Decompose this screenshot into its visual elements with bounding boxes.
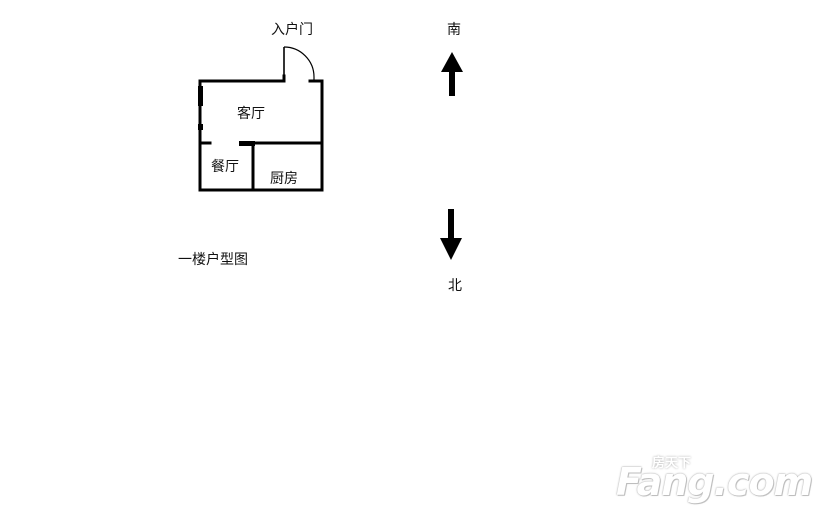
entrance-door-label: 入户门 <box>271 22 313 38</box>
north-label: 北 <box>448 278 462 294</box>
south-label: 南 <box>447 22 461 38</box>
south-arrow <box>441 52 463 96</box>
floor-plan-title: 一楼户型图 <box>178 252 248 268</box>
living-room-label: 客厅 <box>237 106 265 122</box>
kitchen-label: 厨房 <box>270 171 298 187</box>
north-arrow <box>440 209 462 260</box>
watermark-brand-cn: 房天下 <box>652 456 692 471</box>
watermark-brand: Fang.com <box>616 460 813 504</box>
window-mark-upper <box>198 86 203 106</box>
door-swing-arc <box>283 46 315 78</box>
fang-watermark: 房天下 Fang.com <box>612 452 813 508</box>
dining-room-label: 餐厅 <box>211 159 239 175</box>
wall-thick-stub <box>239 141 255 146</box>
window-mark-lower <box>198 124 203 130</box>
entrance-door <box>283 46 315 81</box>
